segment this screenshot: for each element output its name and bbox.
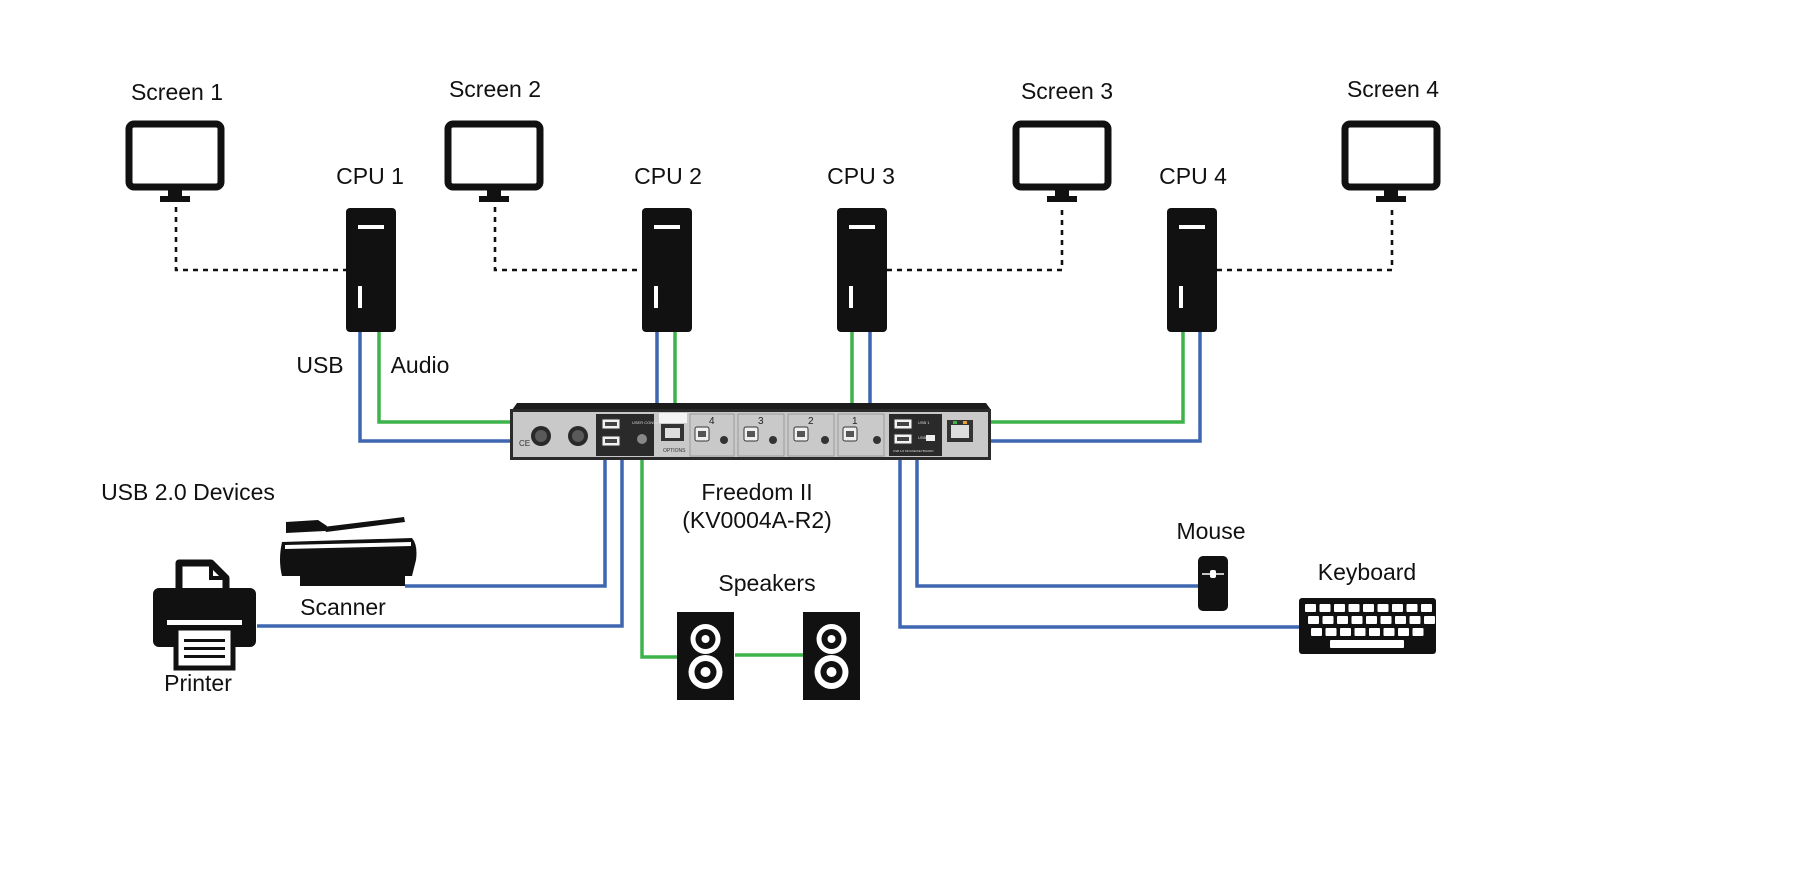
keyboard-key [1380,616,1392,624]
keyboard-icon [1299,598,1436,654]
computer-port-2: 2 [787,413,835,457]
usb-cable-cpu1 [358,331,512,443]
keyboard-key [1337,616,1348,624]
keyboard-key [1311,628,1322,636]
screen-2-label: Screen 2 [449,76,541,102]
keyboard-key [1354,628,1366,636]
video-cable-3 [887,207,1064,272]
audio-cable-cpu1 [377,331,512,424]
computer-port-3: 3 [737,413,785,457]
port-3-number: 3 [758,416,764,427]
usb1-label: USB 1 [918,420,930,425]
speaker-right-icon [803,612,860,700]
keyboard-label: Keyboard [1318,559,1416,585]
switch-top-edge [512,403,991,410]
port-4-number: 4 [709,416,715,427]
keyboard-key [1319,604,1331,612]
port-1-number: 1 [852,416,858,427]
video-cable-2 [493,207,642,272]
screen-3-icon [1016,124,1108,202]
printer-label: Printer [164,670,232,696]
device-name: Freedom II [701,479,812,505]
video-cable-1 [174,207,346,272]
keyboard-key [1366,616,1377,624]
device-model: (KV0004A-R2) [682,507,832,533]
cpu-1-label: CPU 1 [336,163,404,189]
mouse-keyboard-label: USB 1/2 MOUSE/KEYBOARD [893,449,934,453]
screen-2-icon [448,124,540,202]
mouse-icon [1198,556,1228,611]
scanner-icon [280,517,417,586]
cpu-4-icon [1167,208,1217,332]
screen-1-icon [129,124,221,202]
computer-port-4: 4 [689,413,735,457]
video-cable-4 [1217,207,1394,272]
cpu-4-label: CPU 4 [1159,163,1227,189]
keyboard-key [1383,628,1395,636]
usb-cable-label: USB [296,352,343,378]
cpu-2-label: CPU 2 [634,163,702,189]
keyboard-key [1340,628,1351,636]
usb2-label: USB 2 [918,435,930,440]
keyboard-key [1351,616,1363,624]
printer-icon [153,559,256,671]
keyboard-key [1369,628,1380,636]
network-port [947,420,973,442]
ps2-ports: CE [519,426,588,448]
cpu-3-label: CPU 3 [827,163,895,189]
keyboard-key [1424,616,1435,624]
svg-text:CE: CE [519,439,530,448]
audio-cable-cpu4 [990,331,1185,424]
keyboard-key [1421,604,1432,612]
user-console-label: USER CONSOLE [632,420,664,425]
keyboard-spacebar [1330,640,1404,648]
keyboard-key [1406,604,1418,612]
usb-cable-printer [257,458,624,628]
mouse-label: Mouse [1176,518,1245,544]
keyboard-key [1377,604,1389,612]
usb-cable-mouse [915,458,1198,588]
computer-port-1: 1 [837,413,885,457]
options-label: OPTIONS [663,448,686,454]
keyboard-key [1334,604,1345,612]
audio-cables [377,331,1185,659]
screen-4-icon [1345,124,1437,202]
port-2-number: 2 [808,416,814,427]
keyboard-key [1325,628,1337,636]
keyboard-key [1398,628,1409,636]
keyboard-key [1322,616,1334,624]
usb-cable-cpu4 [990,331,1202,443]
video-cables [174,207,1394,272]
speakers-label: Speakers [718,570,815,596]
keyboard-key [1308,616,1319,624]
keyboard-key [1395,616,1406,624]
usb-cable-scanner [405,458,607,588]
keyboard-key [1409,616,1421,624]
keyboard-key [1305,604,1316,612]
usb-devices-heading: USB 2.0 Devices [101,479,275,505]
cpu-2-icon [642,208,692,332]
cpu-3-icon [837,208,887,332]
keyboard-key [1363,604,1374,612]
options-port: OPTIONS [659,413,687,454]
screen-3-label: Screen 3 [1021,78,1113,104]
cpu-1-icon [346,208,396,332]
keyboard-key [1348,604,1360,612]
usb-cables [257,331,1300,629]
screen-4-label: Screen 4 [1347,76,1439,102]
scanner-label: Scanner [300,594,386,620]
mouse-keyboard-ports: USB 1 USB 2 USB 1/2 MOUSE/KEYBOARD [889,414,942,456]
kvm-switch-unit: CE USER CONSOLE OPTIONS 4 [510,403,991,460]
keyboard-key [1392,604,1403,612]
audio-cable-label: Audio [391,352,450,378]
speaker-left-icon [677,612,734,700]
user-console-ports: USER CONSOLE [596,414,664,456]
screen-1-label: Screen 1 [131,79,223,105]
audio-cable-speakers [640,458,678,659]
usb-cable-keyboard [898,458,1300,629]
keyboard-key [1412,628,1424,636]
